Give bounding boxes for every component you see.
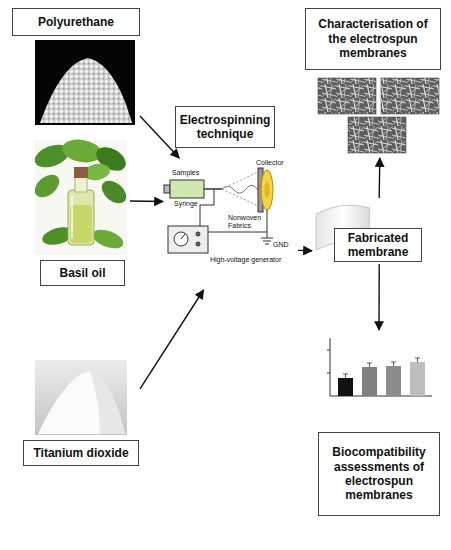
heading-box: Fabricated membrane bbox=[334, 228, 422, 262]
analysis-node: Biocompatibility assessments of electros… bbox=[318, 330, 440, 516]
material-node: Titanium dioxide bbox=[22, 355, 140, 468]
heading-box: Characterisation of the electrospun memb… bbox=[305, 8, 441, 70]
electrospinning-setup bbox=[164, 168, 273, 253]
analysis-node: Characterisation of the electrospun memb… bbox=[305, 8, 441, 158]
sem-images bbox=[318, 78, 439, 153]
material-node: Basil oil bbox=[35, 138, 130, 288]
node-text: Biocompatibility assessments of electros… bbox=[322, 445, 436, 503]
material-node: Polyurethane bbox=[12, 8, 140, 128]
node-text: Basil oil bbox=[59, 266, 105, 280]
node-text: Fabricated membrane bbox=[338, 231, 418, 260]
part-label: High-voltage generator bbox=[210, 256, 300, 264]
node-text: Polyurethane bbox=[38, 15, 114, 29]
node-text: Electrospinning technique bbox=[179, 113, 271, 142]
flow-arrow bbox=[140, 290, 204, 389]
basil-oil-photo bbox=[30, 137, 130, 255]
heading-box: Titanium dioxide bbox=[23, 440, 139, 466]
flow-arrow bbox=[379, 158, 381, 198]
node-text: Titanium dioxide bbox=[33, 446, 128, 460]
part-label: Syringe bbox=[174, 200, 214, 208]
part-label: GND bbox=[273, 241, 297, 249]
part-label: Samples bbox=[172, 169, 212, 177]
part-label: Collector bbox=[256, 159, 296, 167]
titanium-dioxide-photo bbox=[35, 360, 127, 435]
flow-arrow bbox=[140, 116, 179, 158]
part-label: Nonwoven Fabrics bbox=[228, 214, 264, 229]
heading-box: Electrospinning technique bbox=[175, 106, 275, 148]
heading-box: Biocompatibility assessments of electros… bbox=[318, 432, 440, 516]
heading-box: Polyurethane bbox=[12, 8, 140, 36]
viability-bar-chart bbox=[327, 338, 432, 396]
flow-arrow bbox=[378, 264, 380, 330]
product-node: Fabricated membrane bbox=[312, 198, 424, 264]
node-text: Characterisation of the electrospun memb… bbox=[309, 17, 437, 60]
flow-arrow bbox=[298, 250, 312, 252]
polyurethane-photo bbox=[35, 40, 135, 125]
flow-arrow bbox=[130, 200, 163, 202]
heading-box: Basil oil bbox=[40, 260, 125, 286]
